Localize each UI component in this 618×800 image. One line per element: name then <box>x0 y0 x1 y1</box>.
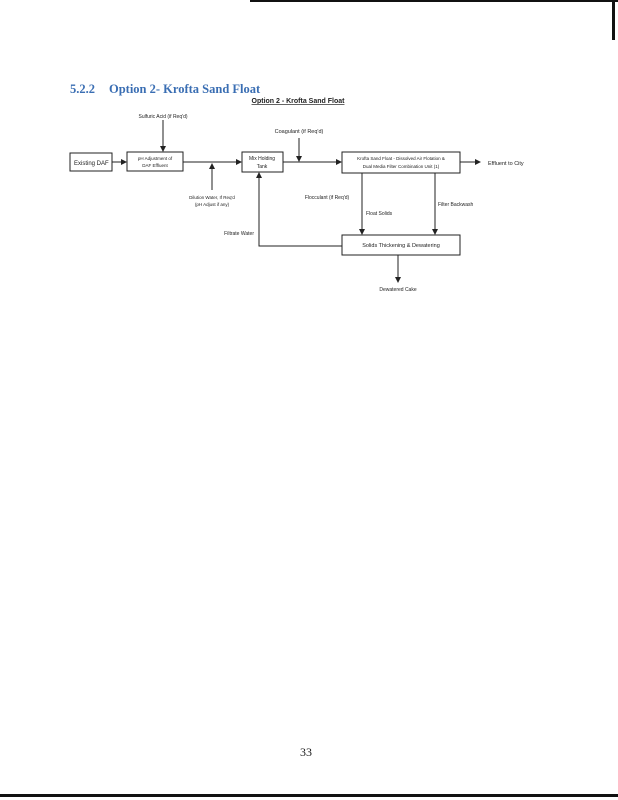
diagram-title: Option 2 - Krofta Sand Float <box>252 98 346 105</box>
scan-edge-bottom <box>0 794 618 797</box>
scan-edge-right <box>612 0 615 40</box>
section-title: Option 2- Krofta Sand Float <box>109 82 261 96</box>
node-krofta-line1: Krofta Sand Float - Dissolved Air Flotat… <box>357 156 445 161</box>
section-heading: 5.2.2 Option 2- Krofta Sand Float <box>70 82 260 97</box>
node-solids: Solids Thickening & Dewatering <box>362 243 440 249</box>
label-float-solids: Float Solids <box>366 211 393 217</box>
label-coagulant: Coagulant (if Req'd) <box>275 129 324 135</box>
label-filtrate: Filtrate Water <box>224 231 254 237</box>
scan-edge-top <box>250 0 618 2</box>
section-number: 5.2.2 <box>70 82 95 96</box>
label-filter-backwash: Filter Backwash <box>438 202 474 208</box>
label-dilution-line2: (pH Adjust if any) <box>195 202 230 207</box>
label-flocculant: Flocculant (if Req'd) <box>305 195 350 201</box>
node-ph-adjust-line2: DAF Effluent <box>142 163 168 168</box>
node-krofta-line2: Dual Media Filter Combination Unit (1) <box>363 164 440 169</box>
page-number: 33 <box>300 745 312 759</box>
node-ph-adjust-line1: pH Adjustment of <box>138 156 173 161</box>
node-mix-tank-line2: Tank <box>257 164 268 170</box>
label-effluent: Effluent to City <box>488 161 524 167</box>
label-sulfuric-acid: Sulfuric Acid (if Req'd) <box>138 114 187 120</box>
node-existing-daf: Existing DAF <box>74 161 109 167</box>
label-dilution-line1: Dilution Water, If Req'd <box>189 195 235 200</box>
label-dewatered-cake: Dewatered Cake <box>379 287 416 293</box>
node-solids-box <box>341 234 461 256</box>
node-mix-tank-line1: Mix Holding <box>249 156 275 162</box>
node-ph-adjust-box <box>126 151 184 172</box>
